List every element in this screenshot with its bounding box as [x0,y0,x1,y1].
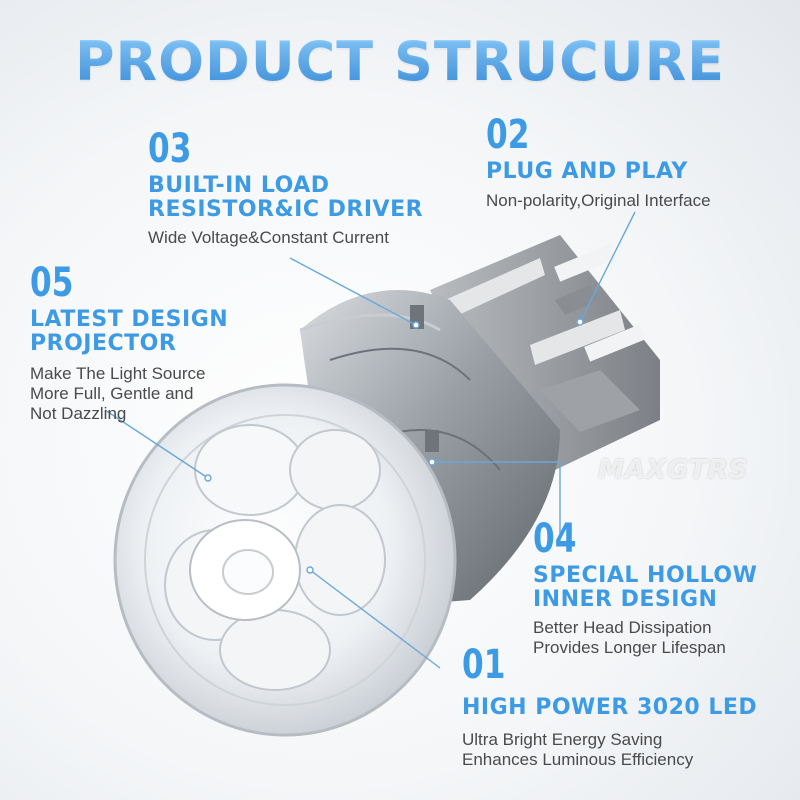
feature-description: Non-polarity,Original Interface [486,191,711,210]
feature-heading-line: RESISTOR&IC DRIVER [148,197,424,222]
projector-lens [113,383,457,737]
feature-heading-line: INNER DESIGN [533,587,718,612]
feature-heading: PLUG AND PLAY [486,159,688,184]
feature-number: 05 [30,260,74,306]
feature-heading-line: SPECIAL HOLLOW [533,563,758,588]
feature-description: Provides Longer Lifespan [533,638,726,657]
feature-description: Wide Voltage&Constant Current [148,228,389,247]
feature-heading-line: BUILT-IN LOAD [148,173,330,198]
feature-description: Better Head Dissipation [533,618,712,637]
plug-base [430,235,660,470]
feature-description: More Full, Gentle and [30,384,194,403]
feature-number: 03 [148,126,192,172]
feature-heading-line: PROJECTOR [30,331,177,356]
feature-description: Make The Light Source [30,364,206,383]
callout-lines [104,211,636,669]
feature-number: 04 [533,516,577,562]
feature-heading: HIGH POWER 3020 LED [462,695,758,720]
feature-description: Enhances Luminous Efficiency [462,750,694,769]
feature-heading-line: LATEST DESIGN [30,307,229,332]
feature-number: 02 [486,112,530,158]
brand-watermark: MAXGTRS [598,455,749,485]
feature-number: 01 [462,642,506,688]
page-title: PRODUCT STRUCURE [0,30,800,93]
feature-description: Not Dazzling [30,404,127,423]
feature-description: Ultra Bright Energy Saving [462,730,663,749]
